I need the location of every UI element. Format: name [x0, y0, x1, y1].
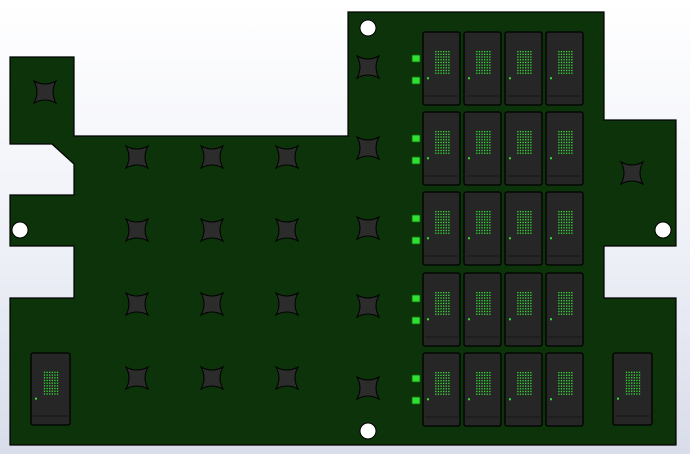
memory-chip [545, 31, 584, 106]
standoff [200, 145, 224, 169]
standoff [620, 161, 644, 185]
memory-chip [545, 191, 584, 266]
standoff [356, 294, 380, 318]
memory-chip [30, 352, 71, 426]
status-led [411, 396, 421, 405]
memory-chip [545, 352, 584, 427]
memory-chip [504, 111, 543, 186]
standoff [200, 292, 224, 316]
memory-chip [545, 111, 584, 186]
standoff [125, 292, 149, 316]
standoff [356, 55, 380, 79]
status-led [411, 214, 421, 223]
memory-chip [504, 352, 543, 427]
status-led [411, 134, 421, 143]
standoff [200, 218, 224, 242]
status-led [411, 54, 421, 63]
mounting-hole [359, 422, 377, 440]
status-led [411, 294, 421, 303]
standoff [275, 145, 299, 169]
memory-chip [463, 31, 502, 106]
standoff [356, 376, 380, 400]
standoff [275, 292, 299, 316]
standoff [33, 80, 57, 104]
status-led [411, 236, 421, 245]
standoff [125, 366, 149, 390]
memory-chip [612, 352, 653, 426]
memory-chip [463, 191, 502, 266]
memory-chip [504, 191, 543, 266]
memory-chip [463, 111, 502, 186]
standoff [356, 216, 380, 240]
led-group [411, 54, 421, 405]
memory-chip [422, 352, 461, 427]
standoff [125, 218, 149, 242]
standoff [356, 136, 380, 160]
mounting-holes [11, 19, 672, 440]
status-led [411, 156, 421, 165]
memory-chip [422, 31, 461, 106]
memory-chip [422, 191, 461, 266]
memory-chip [545, 272, 584, 347]
memory-chip [504, 272, 543, 347]
memory-chip [504, 31, 543, 106]
memory-chip [463, 352, 502, 427]
memory-chip [463, 272, 502, 347]
standoff [275, 218, 299, 242]
mounting-hole [11, 221, 29, 239]
mounting-hole [654, 221, 672, 239]
status-led [411, 316, 421, 325]
status-led [411, 76, 421, 85]
memory-chip [422, 272, 461, 347]
standoff [200, 366, 224, 390]
standoff [275, 366, 299, 390]
standoff [125, 145, 149, 169]
status-led [411, 374, 421, 383]
chip-group [30, 31, 653, 427]
mounting-hole [359, 19, 377, 37]
memory-chip [422, 111, 461, 186]
